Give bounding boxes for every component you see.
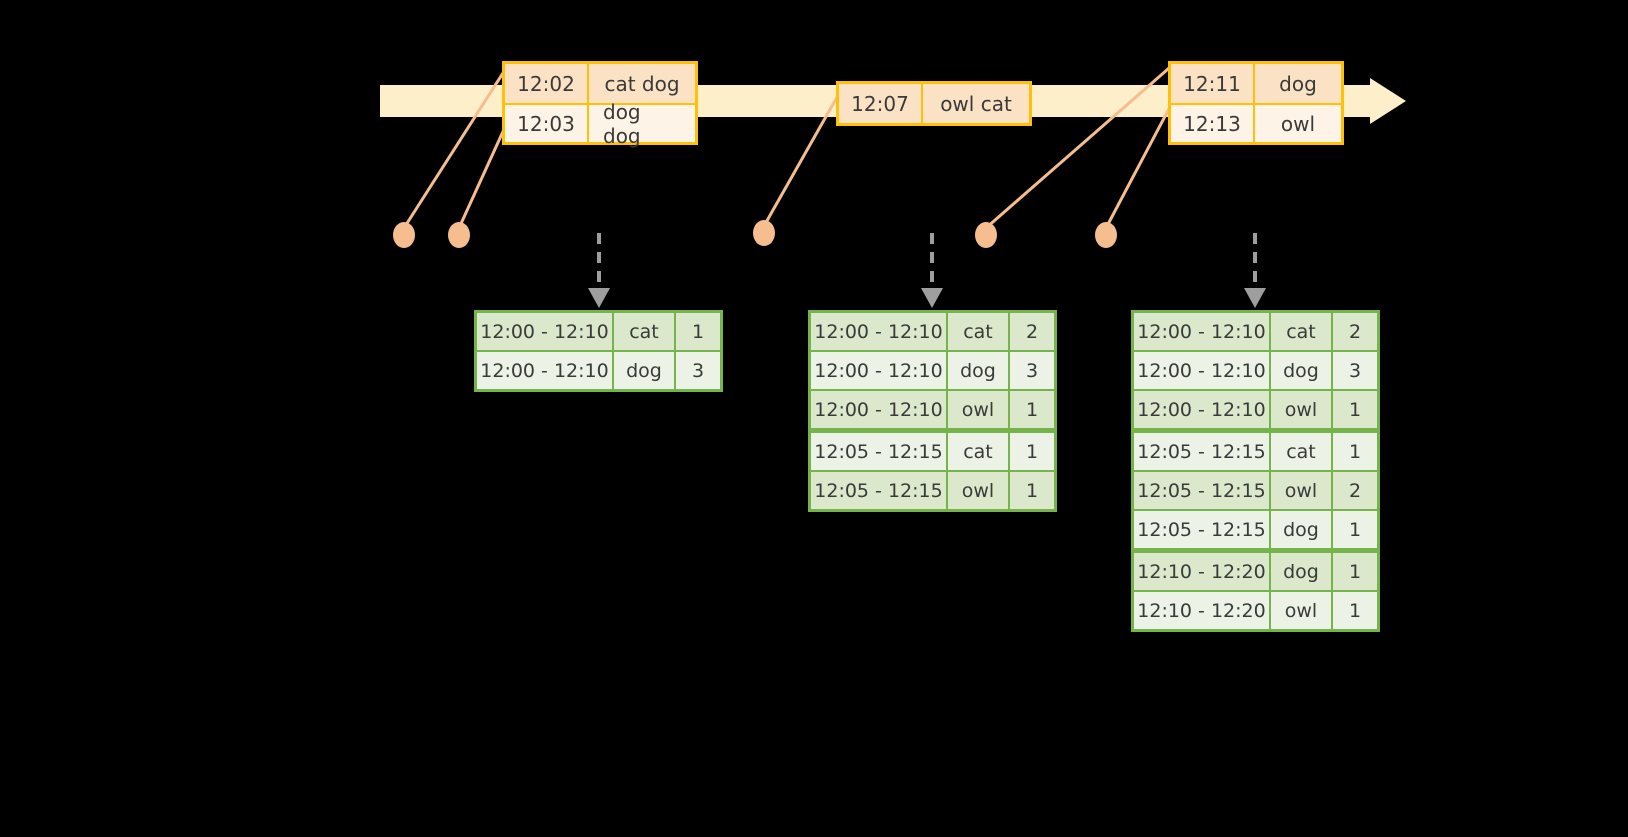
key-cell: owl [1271,472,1331,509]
key-cell: cat [1271,313,1331,350]
event-time: 12:11 [1171,64,1255,103]
connector-dot-3 [753,220,775,246]
count-cell: 3 [1010,352,1054,389]
count-cell: 1 [1010,472,1054,509]
window-cell: 12:00 - 12:10 [477,313,612,350]
key-cell: dog [1271,553,1331,590]
window-cell: 12:00 - 12:10 [811,313,946,350]
window-cell: 12:00 - 12:10 [1134,352,1269,389]
key-cell: owl [948,391,1008,428]
count-cell: 3 [676,352,720,389]
event-row: 12:07 owl cat [839,84,1029,123]
count-cell: 1 [676,313,720,350]
key-cell: cat [948,313,1008,350]
window-cell: 12:00 - 12:10 [1134,313,1269,350]
count-cell: 1 [1010,391,1054,428]
window-cell: 12:05 - 12:15 [811,472,946,509]
window-cell: 12:00 - 12:10 [811,352,946,389]
window-cell: 12:10 - 12:20 [1134,553,1269,590]
event-time: 12:02 [505,64,589,103]
key-cell: dog [948,352,1008,389]
window-cell: 12:05 - 12:15 [1134,511,1269,548]
connector-dot-5 [1095,222,1117,248]
count-cell: 2 [1010,313,1054,350]
key-cell: owl [1271,592,1331,629]
window-cell: 12:10 - 12:20 [1134,592,1269,629]
count-cell: 2 [1333,313,1377,350]
event-row: 12:03 dog dog [505,99,695,148]
connector-dot-4 [975,222,997,248]
key-cell: cat [614,313,674,350]
window-cell: 12:00 - 12:10 [1134,391,1269,428]
timeline-arrowhead-icon [1370,78,1406,124]
event-words: owl cat [923,84,1029,123]
event-box-2: 12:07 owl cat [836,81,1032,126]
count-cell: 1 [1333,511,1377,548]
count-cell: 3 [1333,352,1377,389]
event-box-1: 12:02 cat dog 12:03 dog dog [502,61,698,148]
event-box-3: 12:11 dog 12:13 owl [1168,61,1344,145]
key-cell: cat [948,433,1008,470]
count-cell: 1 [1333,553,1377,590]
event-words: dog [1255,64,1341,103]
count-cell: 1 [1010,433,1054,470]
flow-arrow-3 [1244,233,1266,308]
key-cell: dog [614,352,674,389]
event-time: 12:13 [1171,105,1255,142]
event-words: owl [1280,111,1316,136]
key-cell: owl [1271,391,1331,428]
key-cell: dog [1271,352,1331,389]
key-cell: owl [948,472,1008,509]
event-time: 12:03 [505,105,589,142]
window-cell: 12:05 - 12:15 [811,433,946,470]
window-cell: 12:05 - 12:15 [1134,433,1269,470]
event-row: 12:02 cat dog [505,64,695,103]
event-words: dog dog [603,99,641,148]
key-cell: dog [1271,511,1331,548]
count-cell: 1 [1333,391,1377,428]
key-cell: cat [1271,433,1331,470]
window-cell: 12:05 - 12:15 [1134,472,1269,509]
window-cell: 12:00 - 12:10 [811,391,946,428]
event-row: 12:13 owl [1171,103,1341,142]
count-cell: 2 [1333,472,1377,509]
event-row: 12:11 dog [1171,64,1341,103]
event-words: cat dog [589,64,695,103]
event-time: 12:07 [839,84,923,123]
flow-arrow-1 [588,233,610,308]
count-cell: 1 [1333,592,1377,629]
connector-dot-1 [393,222,415,248]
flow-arrow-2 [921,233,943,308]
count-cell: 1 [1333,433,1377,470]
window-cell: 12:00 - 12:10 [477,352,612,389]
connector-dot-2 [448,222,470,248]
